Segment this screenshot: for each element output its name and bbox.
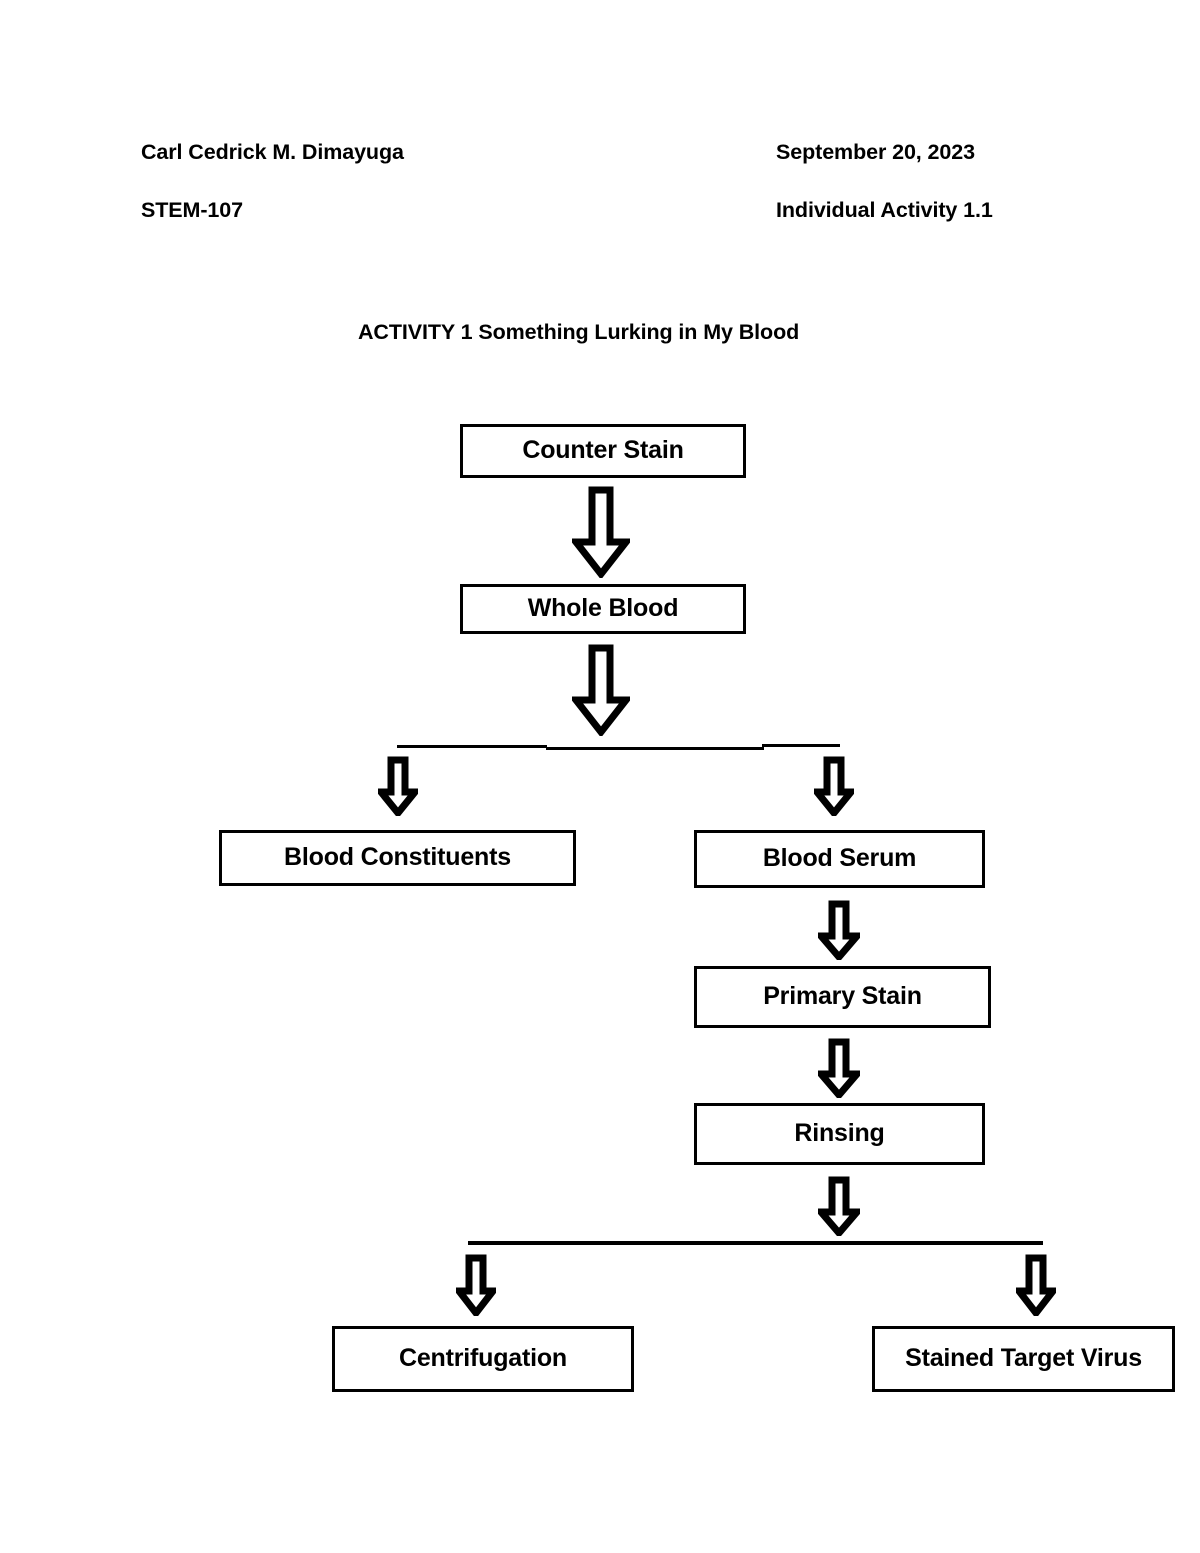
document-date: September 20, 2023 (776, 140, 975, 164)
header-row-second: STEM-107 Individual Activity 1.1 (0, 198, 1200, 232)
flow-node-counter-stain: Counter Stain (460, 424, 746, 478)
flow-node-label: Stained Target Virus (905, 1344, 1142, 1373)
page-title: ACTIVITY 1 Something Lurking in My Blood (358, 320, 800, 344)
student-section: STEM-107 (141, 198, 243, 222)
flow-node-blood-constituents: Blood Constituents (219, 830, 576, 886)
down-arrow-icon-serum-to-primary (818, 900, 860, 960)
flow-node-label: Whole Blood (527, 594, 679, 623)
down-arrow-icon-split2-right (1016, 1254, 1056, 1316)
branch-connector-line-1-segment-b (546, 747, 764, 750)
flow-node-label: Blood Constituents (284, 843, 511, 872)
flow-node-rinsing: Rinsing (694, 1103, 985, 1165)
flow-node-label: Blood Serum (762, 844, 917, 873)
flow-node-whole-blood: Whole Blood (460, 584, 746, 634)
down-arrow-icon-counter-to-whole (572, 486, 630, 578)
student-name: Carl Cedrick M. Dimayuga (141, 140, 404, 164)
flow-node-stained-target-virus: Stained Target Virus (872, 1326, 1175, 1392)
activity-reference: Individual Activity 1.1 (776, 198, 993, 222)
flow-node-centrifugation: Centrifugation (332, 1326, 634, 1392)
down-arrow-icon-split1-right (814, 756, 854, 816)
down-arrow-icon-split2-left (456, 1254, 496, 1316)
flow-node-label: Rinsing (794, 1119, 885, 1148)
flow-node-primary-stain: Primary Stain (694, 966, 991, 1028)
branch-connector-line-1-segment-c (762, 744, 840, 747)
down-arrow-icon-rinsing-to-split (818, 1176, 860, 1236)
down-arrow-icon-split1-left (378, 756, 418, 816)
down-arrow-icon-whole-to-split (572, 644, 630, 736)
flow-node-label: Counter Stain (522, 436, 684, 465)
header-row-first: Carl Cedrick M. Dimayuga September 20, 2… (0, 140, 1200, 174)
flow-node-blood-serum: Blood Serum (694, 830, 985, 888)
down-arrow-icon-primary-to-rinsing (818, 1038, 860, 1098)
flow-node-label: Centrifugation (398, 1344, 567, 1373)
branch-connector-line-1-segment-a (397, 745, 547, 748)
flow-node-label: Primary Stain (763, 982, 922, 1011)
branch-connector-line-2 (468, 1241, 1043, 1245)
